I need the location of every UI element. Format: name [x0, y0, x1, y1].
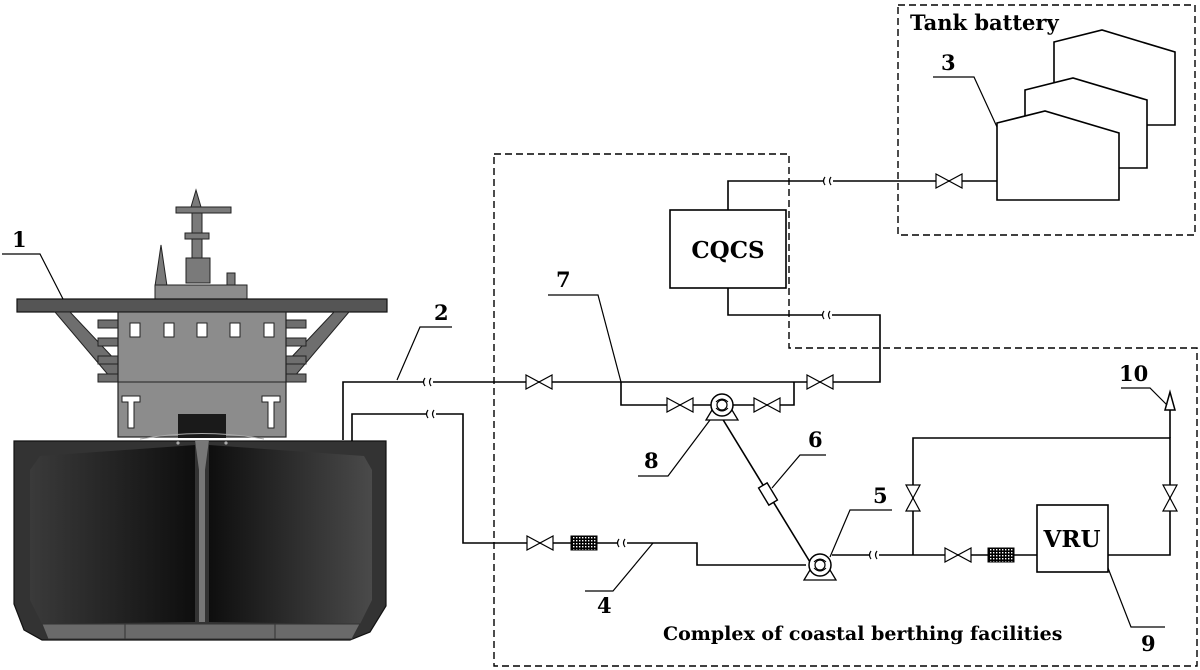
valve — [904, 496, 922, 512]
tanker-ship — [13, 188, 388, 641]
pump-8 — [704, 393, 740, 421]
number-4: 4 — [597, 593, 612, 618]
number-8: 8 — [644, 448, 659, 473]
valve — [935, 172, 951, 190]
valve — [538, 534, 554, 552]
ship-mast — [154, 188, 248, 302]
flame-arrester — [570, 535, 598, 551]
valve — [678, 396, 694, 414]
number-10: 10 — [1119, 361, 1148, 386]
leader-lines — [2, 76, 1168, 628]
valve — [904, 484, 922, 500]
valve — [1161, 484, 1179, 500]
valve — [956, 546, 972, 564]
coastal-complex-boundary — [493, 153, 1198, 667]
number-1: 1 — [12, 227, 27, 252]
tank-battery-label: Tank battery — [910, 10, 1059, 35]
number-6: 6 — [808, 427, 823, 452]
valve — [537, 373, 553, 391]
flame-arrester — [987, 547, 1015, 563]
valve — [526, 534, 542, 552]
cqcs-box — [669, 209, 787, 289]
ship-hull — [13, 433, 387, 641]
valve — [1161, 496, 1179, 512]
valve — [806, 373, 822, 391]
complex-caption: Complex of coastal berthing facilities — [663, 623, 1062, 645]
valve — [944, 546, 960, 564]
valve — [666, 396, 682, 414]
valve — [753, 396, 769, 414]
tank-battery-boundary — [897, 4, 1196, 236]
valves — [525, 172, 1179, 564]
cqcs-label: CQCS — [691, 237, 764, 264]
vru-label: VRU — [1042, 526, 1100, 553]
vru-box — [1036, 504, 1109, 573]
valve — [947, 172, 963, 190]
pump-5 — [802, 553, 838, 581]
ship-superstructure — [117, 311, 287, 438]
storage-tanks — [996, 29, 1176, 201]
number-7: 7 — [556, 267, 571, 292]
number-5: 5 — [873, 483, 888, 508]
valve — [525, 373, 541, 391]
flow-meter — [757, 481, 779, 507]
valve — [818, 373, 834, 391]
number-3: 3 — [941, 50, 956, 75]
ship-deck — [16, 298, 388, 313]
valve — [765, 396, 781, 414]
number-2: 2 — [434, 300, 449, 325]
pipe-breaks — [422, 176, 879, 560]
number-9: 9 — [1141, 631, 1156, 656]
